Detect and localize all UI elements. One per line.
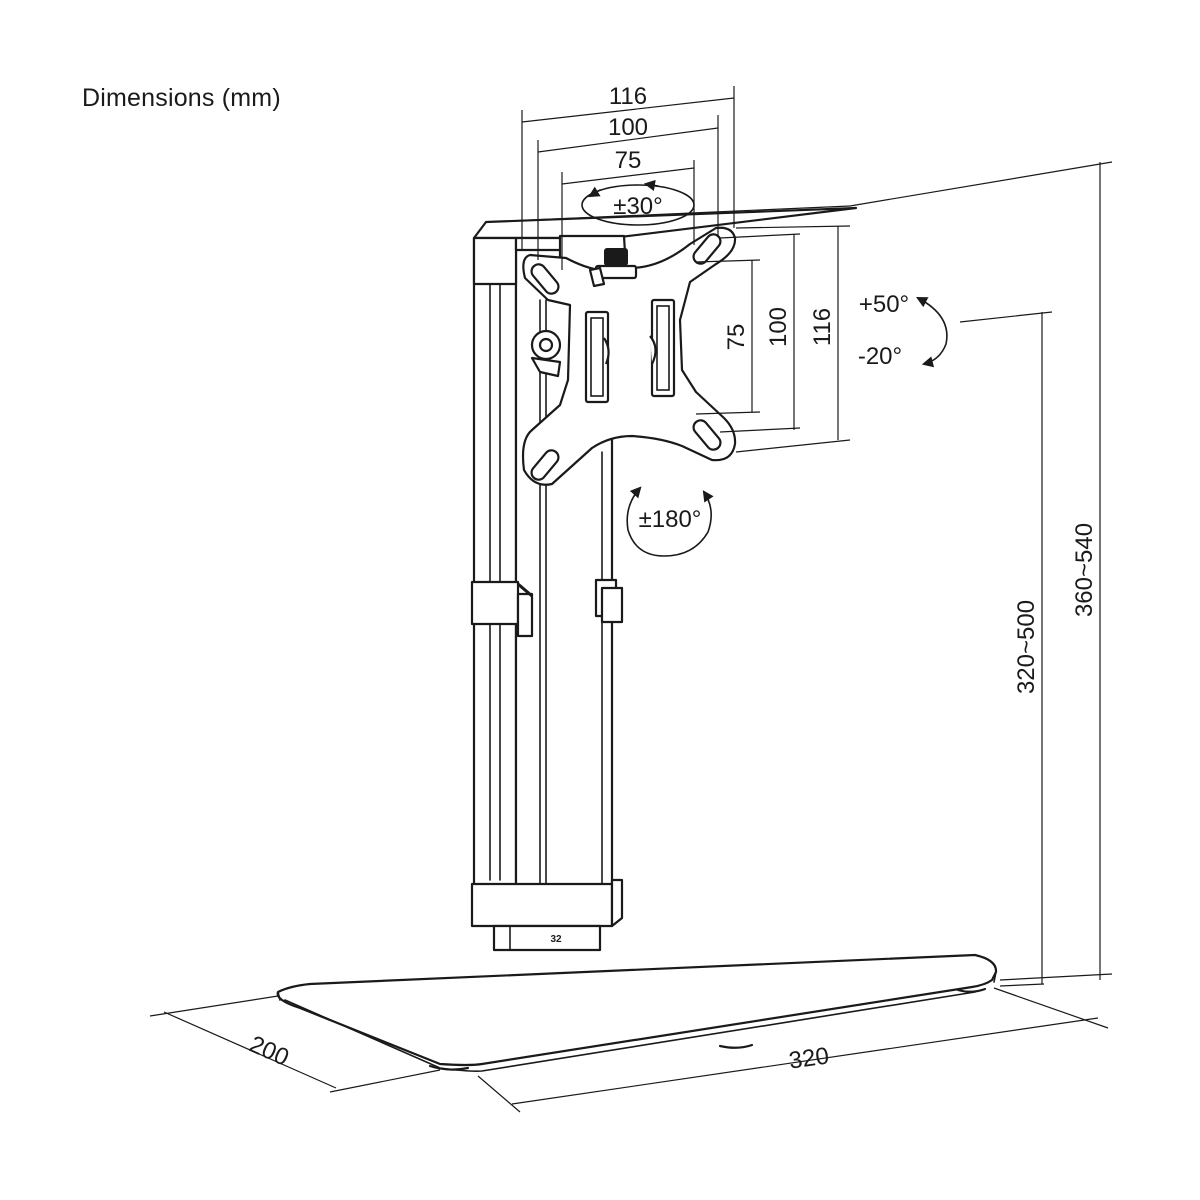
vesa-width-inner: 75 — [615, 147, 642, 174]
vesa-height-inner: 75 — [723, 324, 750, 351]
base-plate — [276, 953, 998, 1072]
rotation-indicator: ±180° — [626, 486, 714, 557]
swivel-indicator: ±30° — [581, 179, 695, 226]
height-dimensions: 320~500 360~540 — [849, 161, 1113, 987]
base-width-label: 320 — [787, 1042, 830, 1074]
vesa-center-height-label: 320~500 — [1013, 600, 1040, 694]
vesa-height-middle: 100 — [765, 307, 792, 347]
vesa-height-outer: 116 — [809, 308, 836, 346]
vesa-width-middle: 100 — [608, 114, 648, 141]
vesa-bracket — [521, 226, 737, 486]
tilt-down-label: -20° — [858, 343, 902, 370]
vesa-width-outer: 116 — [609, 83, 647, 110]
swivel-label: ±30° — [613, 193, 662, 220]
tilt-indicator: +50° -20° — [858, 291, 948, 370]
lower-collar: 32 — [470, 878, 624, 952]
cable-clip-right — [594, 578, 624, 624]
column-label: 32 — [550, 934, 562, 945]
top-edge-line — [485, 205, 851, 223]
tilt-up-label: +50° — [859, 291, 909, 318]
vesa-height-dimensions: 75 100 116 — [695, 225, 851, 453]
diagram-title: Dimensions (mm) — [82, 84, 281, 112]
rotation-label: ±180° — [639, 506, 702, 533]
cable-clip-left — [470, 580, 534, 638]
top-height-label: 360~540 — [1071, 523, 1098, 617]
